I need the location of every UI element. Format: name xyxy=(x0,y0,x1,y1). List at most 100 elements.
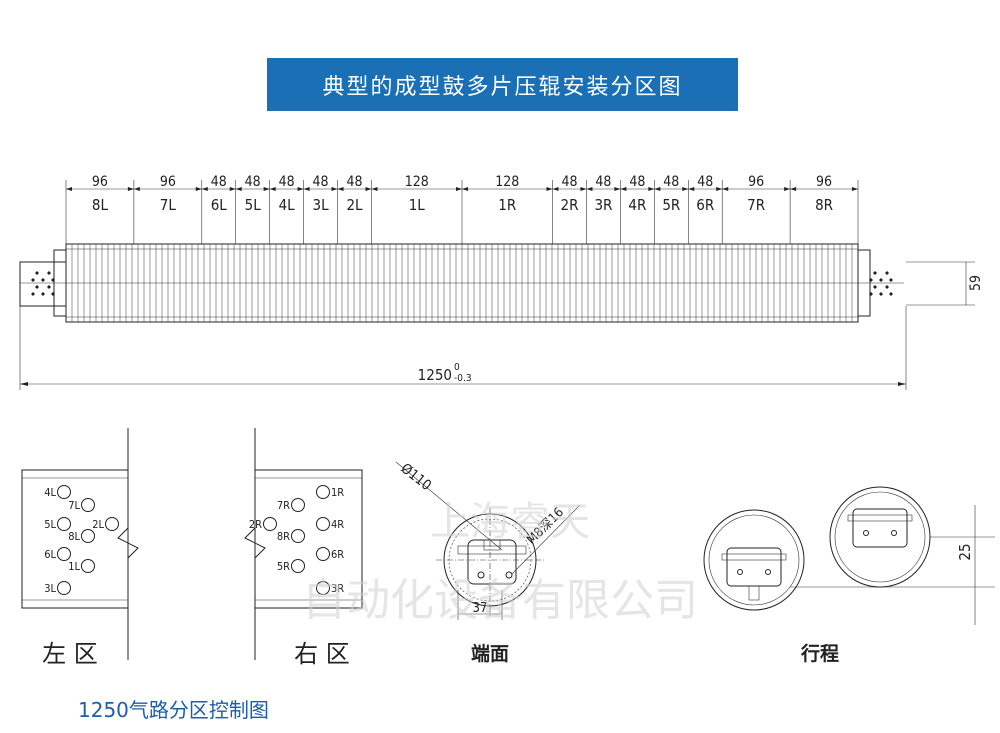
zone-label: 3R xyxy=(594,196,612,214)
dim-arrow xyxy=(229,187,236,191)
dim-arrow xyxy=(297,187,304,191)
zone-label: 5L xyxy=(245,196,262,214)
dim-arrow xyxy=(303,187,310,191)
port-mark xyxy=(873,271,877,275)
air-port-hole xyxy=(81,498,95,512)
end-block xyxy=(19,261,67,307)
roller-front-view: 968L967L486L485L484L483L482L1281L1281R48… xyxy=(19,174,984,390)
dim-arrow xyxy=(235,187,242,191)
dim-arrow xyxy=(654,187,661,191)
dim-arrow xyxy=(546,187,553,191)
footer-caption: 1250气路分区控制图 xyxy=(78,698,269,722)
zone-width-label: 48 xyxy=(279,174,295,190)
zone-width-label: 96 xyxy=(748,174,764,190)
zone-width-label: 48 xyxy=(346,174,362,190)
zone-label: 8R xyxy=(815,196,833,214)
port-mark xyxy=(41,292,45,296)
stroke-outer-circle xyxy=(703,509,805,611)
port-label: 8L xyxy=(68,530,80,543)
port-label: 1L xyxy=(68,560,80,573)
zone-width-label: 48 xyxy=(629,174,645,190)
width-dim-label: 37 xyxy=(473,601,488,616)
air-port-hole xyxy=(57,547,71,561)
dim-arrow xyxy=(365,187,372,191)
port-mark xyxy=(35,271,39,275)
port-mark xyxy=(869,278,873,282)
port-mark xyxy=(47,285,51,289)
dim-arrow xyxy=(580,187,587,191)
zone-width-label: 128 xyxy=(405,174,429,190)
port-mark xyxy=(47,271,51,275)
title-banner: 典型的成型鼓多片压辊安装分区图 xyxy=(267,58,738,111)
air-port-hole xyxy=(291,498,305,512)
stroke-view: 25 行程 xyxy=(703,486,995,665)
air-port-hole xyxy=(81,559,95,573)
port-label: 2R xyxy=(249,518,262,531)
zone-label: 1L xyxy=(409,196,426,214)
port-label: 4L xyxy=(44,486,56,499)
dim-arrow xyxy=(195,187,202,191)
stroke-bolt-hole xyxy=(765,569,771,575)
stroke-dim-label: 25 xyxy=(956,543,974,560)
port-label: 6R xyxy=(331,548,344,561)
end-bolt-hole xyxy=(477,571,485,579)
port-mark xyxy=(41,278,45,282)
dim-arrow xyxy=(716,187,723,191)
zone-plate xyxy=(21,469,139,609)
height-dim-label: 59 xyxy=(968,275,984,291)
zone-width-label: 48 xyxy=(211,174,227,190)
zone-label: 3L xyxy=(313,196,330,214)
dim-arrow xyxy=(620,187,627,191)
port-mark xyxy=(873,285,877,289)
zone-label: 8L xyxy=(92,196,109,214)
port-label: 7R xyxy=(277,499,290,512)
dim-arrow xyxy=(648,187,655,191)
port-mark xyxy=(31,292,35,296)
port-mark xyxy=(889,292,893,296)
stroke-caption: 行程 xyxy=(800,642,839,665)
dim-arrow xyxy=(263,187,270,191)
port-mark xyxy=(889,278,893,282)
dim-arrow xyxy=(201,187,208,191)
stroke-inner-circle xyxy=(708,514,800,606)
port-label: 3L xyxy=(44,582,56,595)
zone-label: 6R xyxy=(696,196,714,214)
zone-caption: 右 区 xyxy=(294,640,350,668)
tolerance-upper: 0 xyxy=(454,362,460,373)
total-length-label: 1250 xyxy=(418,366,452,384)
dim-arrow xyxy=(552,187,559,191)
zone-width-label: 48 xyxy=(663,174,679,190)
port-label: 6L xyxy=(44,548,56,561)
dim-arrow xyxy=(688,187,695,191)
end-bracket-arm xyxy=(457,545,527,555)
zone-width-label: 48 xyxy=(561,174,577,190)
zone-label: 7L xyxy=(160,196,177,214)
dim-arrow xyxy=(269,187,276,191)
port-mark xyxy=(51,278,55,282)
end-bolt-hole xyxy=(505,571,513,579)
dim-arrow xyxy=(456,187,462,191)
dim-arrow xyxy=(331,187,338,191)
air-port-hole xyxy=(316,485,330,499)
dim-arrow xyxy=(784,187,791,191)
zone-label: 5R xyxy=(662,196,680,214)
zone-label: 4L xyxy=(279,196,296,214)
zone-label: 6L xyxy=(211,196,228,214)
end-caption: 端面 xyxy=(471,642,509,665)
port-label: 5R xyxy=(277,560,290,573)
air-port-hole xyxy=(291,529,305,543)
dim-arrow xyxy=(371,187,378,191)
zone-label: 1R xyxy=(498,196,516,214)
zone-width-label: 48 xyxy=(313,174,329,190)
stroke-bolt-hole xyxy=(737,569,743,575)
zone-width-label: 96 xyxy=(816,174,832,190)
zone-width-label: 48 xyxy=(697,174,713,190)
stroke-inner-circle xyxy=(834,491,926,583)
watermark-line1: 上海睿天 xyxy=(430,499,590,545)
zone-width-label: 96 xyxy=(92,174,108,190)
port-label: 2L xyxy=(92,518,104,531)
stroke-bolt-hole xyxy=(891,530,897,536)
air-port-hole xyxy=(57,517,71,531)
